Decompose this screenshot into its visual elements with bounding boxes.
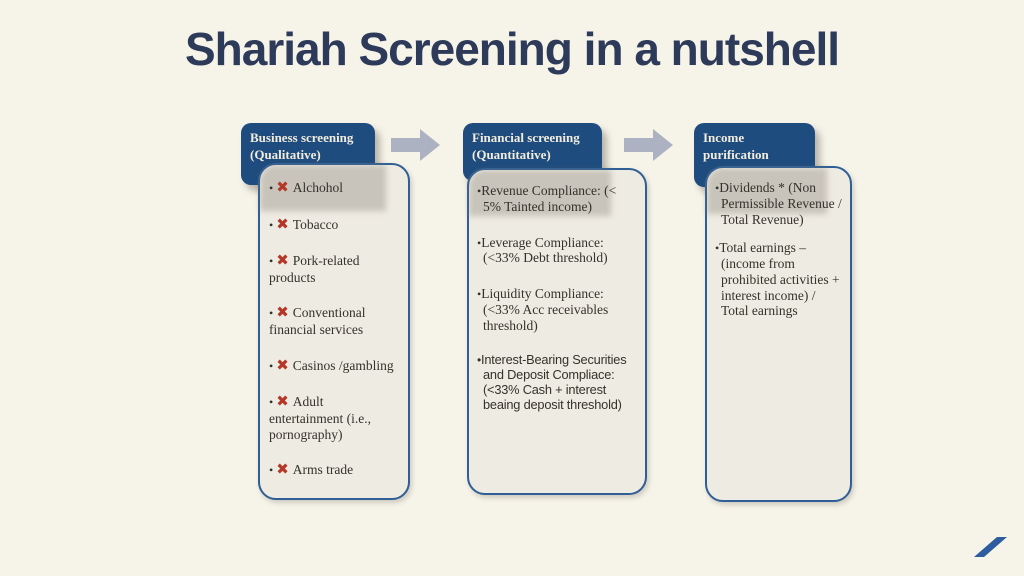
x-mark-icon: ✖ xyxy=(276,303,289,322)
list-item-label: Revenue Compliance: (< 5% Tainted income… xyxy=(481,183,617,214)
list-item: •✖Arms trade xyxy=(269,461,400,479)
slide-title: Shariah Screening in a nutshell xyxy=(184,23,840,75)
list-item: •✖Casinos /gambling xyxy=(269,355,400,375)
list-item-label: Leverage Compliance: (<33% Debt threshol… xyxy=(481,234,608,266)
list-item-label: Total earnings – (income from prohibited… xyxy=(719,240,840,319)
income-purification-list: •Dividends * (Non Permissible Revenue / … xyxy=(715,180,843,319)
business-screening-list: •✖Alchohol •✖Tobacco •✖Pork-related prod… xyxy=(269,178,400,479)
bullet: • xyxy=(269,306,274,321)
bullet: • xyxy=(477,353,482,368)
bullet: • xyxy=(477,184,482,198)
bullet: • xyxy=(269,358,274,373)
bullet: • xyxy=(269,217,274,232)
list-item: •✖Alchohol xyxy=(269,178,400,197)
list-item-label: Tobacco xyxy=(292,216,339,232)
list-item-label: Adult entertainment (i.e., pornography) xyxy=(269,394,371,442)
list-item: •Total earnings – (income from prohibite… xyxy=(715,240,843,319)
x-mark-icon: ✖ xyxy=(276,392,289,411)
list-item-label: Casinos /gambling xyxy=(292,357,394,373)
list-item: •Interest-Bearing Securities and Deposit… xyxy=(477,352,637,413)
list-item-label: Interest-Bearing Securities and Deposit … xyxy=(481,352,627,413)
list-item: •Liquidity Compliance: (<33% Acc receiva… xyxy=(477,286,637,333)
list-item-label: Alchohol xyxy=(292,180,344,195)
financial-screening-list: •Revenue Compliance: (< 5% Tainted incom… xyxy=(477,183,637,413)
column-card-financial-screening: •Revenue Compliance: (< 5% Tainted incom… xyxy=(467,168,647,495)
x-mark-icon: ✖ xyxy=(276,214,289,233)
list-item-label: Dividends * (Non Permissible Revenue / T… xyxy=(719,180,842,227)
list-item: •✖Conventional financial services xyxy=(269,304,400,337)
x-mark-icon: ✖ xyxy=(276,251,289,270)
bullet: • xyxy=(269,254,274,269)
bullet: • xyxy=(477,287,482,302)
flow-arrow-icon xyxy=(391,128,441,167)
list-item-label: Arms trade xyxy=(292,462,354,478)
list-item: •Revenue Compliance: (< 5% Tainted incom… xyxy=(477,183,637,215)
list-item: •✖Tobacco xyxy=(269,214,400,234)
bullet: • xyxy=(715,181,720,195)
x-mark-icon: ✖ xyxy=(276,460,289,479)
list-item: •Dividends * (Non Permissible Revenue / … xyxy=(715,180,843,227)
column-card-business-screening: •✖Alchohol •✖Tobacco •✖Pork-related prod… xyxy=(258,163,410,500)
column-card-income-purification: •Dividends * (Non Permissible Revenue / … xyxy=(705,166,852,502)
bullet: • xyxy=(269,181,274,195)
list-item: •✖Pork-related products xyxy=(269,251,400,285)
slash-logo-icon xyxy=(974,537,1008,562)
header-shadow xyxy=(260,165,386,211)
x-mark-icon: ✖ xyxy=(276,178,289,196)
header-shadow xyxy=(707,168,827,214)
bullet: • xyxy=(477,235,482,250)
bullet: • xyxy=(715,241,720,256)
list-item-label: Conventional financial services xyxy=(269,305,366,337)
bullet: • xyxy=(269,463,274,478)
header-shadow xyxy=(469,170,611,216)
list-item: •Leverage Compliance: (<33% Debt thresho… xyxy=(477,235,637,267)
flow-arrow-icon xyxy=(624,128,674,167)
x-mark-icon: ✖ xyxy=(276,355,289,374)
list-item-label: Liquidity Compliance: (<33% Acc receivab… xyxy=(481,286,609,333)
bullet: • xyxy=(269,395,274,410)
list-item-label: Pork-related products xyxy=(269,253,360,285)
list-item: •✖Adult entertainment (i.e., pornography… xyxy=(269,393,400,442)
